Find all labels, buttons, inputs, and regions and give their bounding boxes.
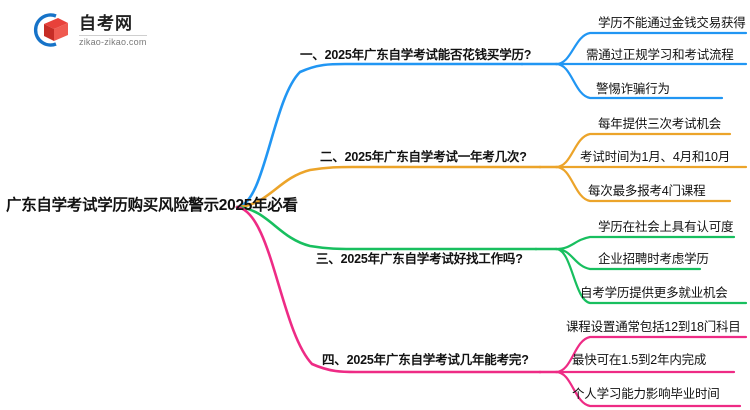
leaf-label-1-1[interactable]: 学历不能通过金钱交易获得: [598, 16, 746, 30]
leaf-label-4-1[interactable]: 课程设置通常包括12到18门科目: [566, 320, 741, 334]
logo-divider: [79, 35, 147, 36]
branch-label-4[interactable]: 四、2025年广东自学考试几年能考完?: [322, 353, 529, 367]
branch-label-3[interactable]: 三、2025年广东自学考试好找工作吗?: [316, 252, 523, 266]
leaf-label-3-1[interactable]: 学历在社会上具有认可度: [598, 220, 734, 234]
logo-subtitle: zikao-zikao.com: [79, 37, 147, 47]
graduation-book-logo-icon: [28, 10, 72, 50]
logo-title: 自考网: [79, 14, 133, 33]
leaf-label-3-2[interactable]: 企业招聘时考虑学历: [598, 252, 709, 266]
branch-1-connectors: [235, 31, 748, 209]
leaf-label-1-3[interactable]: 警惕诈骗行为: [596, 82, 670, 96]
branch-label-2[interactable]: 二、2025年广东自学考试一年考几次?: [320, 150, 527, 164]
leaf-label-2-2[interactable]: 考试时间为1月、4月和10月: [580, 150, 731, 164]
branch-label-1[interactable]: 一、2025年广东自学考试能否花钱买学历?: [300, 48, 532, 62]
site-logo: 自考网 zikao-zikao.com: [28, 10, 147, 50]
mindmap-root-label: 广东自学考试学历购买风险警示2025年必看: [6, 197, 298, 214]
leaf-label-4-3[interactable]: 个人学习能力影响毕业时间: [572, 387, 720, 401]
branch-2-connectors: [235, 132, 748, 209]
branch-4-connectors: [235, 205, 748, 408]
leaf-label-2-1[interactable]: 每年提供三次考试机会: [598, 117, 722, 131]
leaf-label-3-3[interactable]: 自考学历提供更多就业机会: [580, 286, 728, 300]
leaf-label-4-2[interactable]: 最快可在1.5到2年内完成: [572, 353, 707, 367]
leaf-label-2-3[interactable]: 每次最多报考4门课程: [588, 184, 706, 198]
leaf-label-1-2[interactable]: 需通过正规学习和考试流程: [586, 48, 734, 62]
branch-3-connectors: [235, 205, 748, 305]
